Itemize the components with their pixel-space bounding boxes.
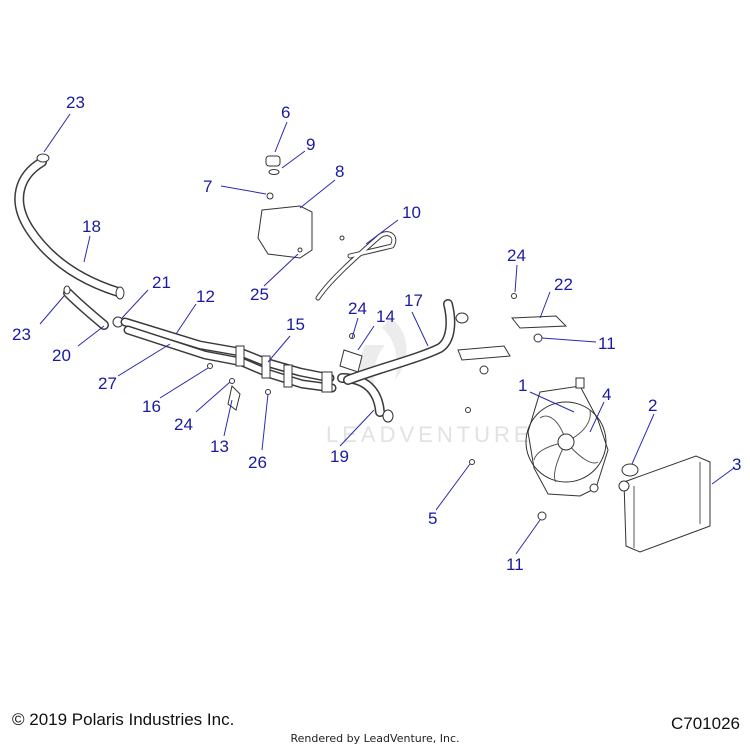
callouts: 23 6 9 7 8 18 10 24 22 21 12 23 25 24 14… (12, 93, 741, 574)
callout-16: 16 (142, 397, 161, 416)
part-25-bolt (297, 247, 303, 253)
part-fastener-center (465, 407, 471, 413)
watermark-text: LEADVENTURE (326, 422, 533, 447)
callout-10: 10 (402, 203, 421, 222)
part-14-bracket (339, 349, 363, 373)
callout-17: 17 (404, 291, 423, 310)
part-15-clip-c (283, 364, 293, 388)
part-17-clamp (455, 312, 469, 324)
callout-15: 15 (286, 315, 305, 334)
callout-14: 14 (376, 307, 395, 326)
callout-27: 27 (98, 374, 117, 393)
part-23-clamp-lower (63, 285, 71, 295)
callout-11-lower: 11 (506, 555, 524, 574)
part-fan-mount (589, 483, 599, 493)
callout-19: 19 (330, 447, 349, 466)
callout-26: 26 (248, 453, 267, 472)
part-8-reservoir (257, 205, 313, 259)
callout-8: 8 (335, 162, 344, 181)
diagram-code: C701026 (670, 714, 740, 733)
callout-24-right: 24 (507, 246, 526, 265)
part-24-bolt-right (511, 293, 517, 299)
part-12-pipe (120, 317, 337, 393)
part-7-fitting (266, 192, 274, 200)
part-15-clip-d (321, 371, 333, 393)
part-24-bolt-left (229, 378, 235, 384)
part-16-bolt (207, 363, 213, 369)
callout-6: 6 (281, 103, 290, 122)
part-11-grommet-lower (537, 511, 547, 521)
callout-4: 4 (602, 385, 611, 404)
callout-13: 13 (210, 437, 229, 456)
part-5-bolt (469, 459, 475, 465)
part-23-clamp-top (36, 153, 50, 163)
callout-18: 18 (82, 217, 101, 236)
callout-21: 21 (152, 273, 171, 292)
callout-2: 2 (648, 396, 657, 415)
callout-22: 22 (554, 275, 573, 294)
part-11-grommet-upper (533, 333, 543, 343)
callout-20: 20 (52, 346, 71, 365)
part-15-clip-a (235, 345, 245, 367)
part-3-radiator (618, 455, 711, 553)
part-10-fastener (339, 235, 345, 241)
part-13-bracket (227, 385, 241, 411)
rendered-by-text: Rendered by LeadVenture, Inc. (290, 732, 460, 745)
callout-9: 9 (306, 135, 315, 154)
callout-7: 7 (203, 177, 212, 196)
part-11-grommet-b (479, 365, 489, 375)
callout-5: 5 (428, 509, 437, 528)
part-17-hose (343, 299, 456, 385)
part-22-lower-bracket (457, 345, 511, 361)
callout-12: 12 (196, 287, 215, 306)
callout-25: 25 (250, 285, 269, 304)
part-22-bracket (510, 315, 568, 329)
part-20-hose (63, 288, 109, 330)
part-18-end (115, 286, 125, 300)
part-2-cap (621, 463, 639, 477)
part-26-bolt (265, 389, 271, 395)
callout-23-top: 23 (66, 93, 85, 112)
callout-23-lower: 23 (12, 325, 31, 344)
part-19-clamp (382, 409, 394, 423)
callout-1: 1 (518, 376, 527, 395)
callout-3: 3 (732, 455, 741, 474)
callout-11-upper: 11 (598, 334, 616, 353)
leader-lines (39, 113, 735, 555)
part-1-connector (575, 377, 585, 389)
part-4-fan-shroud (525, 385, 609, 497)
copyright-text: © 2019 Polaris Industries Inc. (12, 710, 235, 729)
callout-24-left: 24 (174, 415, 193, 434)
part-15-clip-b (261, 355, 271, 379)
part-9-seal (268, 169, 280, 175)
part-10-hose (315, 231, 397, 301)
callout-24-mid: 24 (348, 299, 367, 318)
part-6-cap (265, 155, 281, 167)
part-18-hose (14, 157, 123, 297)
